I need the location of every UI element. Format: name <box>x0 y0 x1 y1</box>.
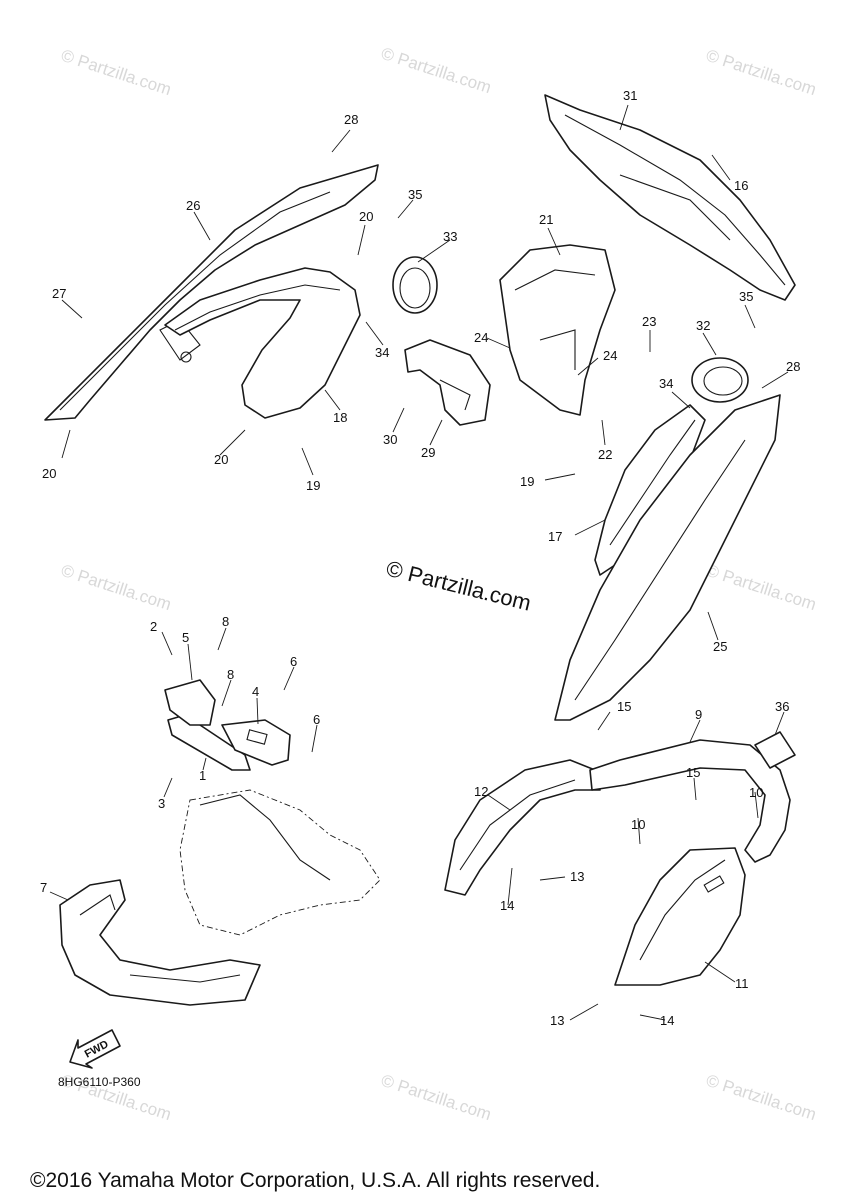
frame-reference <box>179 789 381 936</box>
callout-25: 25 <box>713 639 727 654</box>
callout-32: 32 <box>696 318 710 333</box>
part-33-ring <box>392 256 438 314</box>
callout-31: 31 <box>623 88 637 103</box>
watermark: © Partzilla.com <box>704 46 819 99</box>
part-31-top-cover <box>544 94 796 301</box>
watermark: © Partzilla.com <box>59 561 174 614</box>
callout-6: 6 <box>313 712 320 727</box>
watermark: © Partzilla.com <box>59 46 174 99</box>
callout-20: 20 <box>359 209 373 224</box>
callout-34: 34 <box>375 345 389 360</box>
callout-9: 9 <box>695 707 702 722</box>
diagram-code: 8HG6110-P360 <box>58 1075 141 1089</box>
part-21-housing <box>499 244 616 416</box>
callout-14: 14 <box>660 1013 674 1028</box>
callout-8: 8 <box>222 614 229 629</box>
callout-15: 15 <box>686 765 700 780</box>
callout-27: 27 <box>52 286 66 301</box>
callout-6: 6 <box>290 654 297 669</box>
callout-36: 36 <box>775 699 789 714</box>
callout-19: 19 <box>306 478 320 493</box>
callout-35: 35 <box>739 289 753 304</box>
callout-35: 35 <box>408 187 422 202</box>
part-26-side-cover <box>44 164 379 421</box>
callout-12: 12 <box>474 784 488 799</box>
callout-8: 8 <box>227 667 234 682</box>
callout-10: 10 <box>749 785 763 800</box>
callout-3: 3 <box>158 796 165 811</box>
watermark: © Partzilla.com <box>379 44 494 97</box>
callout-2: 2 <box>150 619 157 634</box>
callout-21: 21 <box>539 212 553 227</box>
part-7-front-cowl <box>59 879 261 1006</box>
part-18-inner-cover <box>164 267 361 419</box>
callout-22: 22 <box>598 447 612 462</box>
callout-11: 11 <box>735 976 749 991</box>
callout-24: 24 <box>474 330 488 345</box>
callout-34: 34 <box>659 376 673 391</box>
callout-20: 20 <box>214 452 228 467</box>
callout-14: 14 <box>500 898 514 913</box>
watermark: © Partzilla.com <box>704 1071 819 1124</box>
callout-19: 19 <box>520 474 534 489</box>
copyright: ©2016 Yamaha Motor Corporation, U.S.A. A… <box>30 1169 600 1192</box>
callout-28: 28 <box>344 112 358 127</box>
callout-26: 26 <box>186 198 200 213</box>
part-29-bracket <box>404 339 491 426</box>
callout-13: 13 <box>570 869 584 884</box>
part-9-rail <box>589 739 791 863</box>
callout-13: 13 <box>550 1013 564 1028</box>
callout-15: 15 <box>617 699 631 714</box>
part-11-rear-cover <box>614 847 746 986</box>
part-5-bracket <box>164 679 216 726</box>
fwd-arrow-icon: FWD <box>69 1029 121 1069</box>
callout-17: 17 <box>548 529 562 544</box>
part-36-label <box>754 731 796 769</box>
callout-10: 10 <box>631 817 645 832</box>
callout-28: 28 <box>786 359 800 374</box>
callout-1: 1 <box>199 768 206 783</box>
callout-30: 30 <box>383 432 397 447</box>
callout-4: 4 <box>252 684 259 699</box>
callout-33: 33 <box>443 229 457 244</box>
watermark: © Partzilla.com <box>379 1071 494 1124</box>
callout-5: 5 <box>182 630 189 645</box>
callout-18: 18 <box>333 410 347 425</box>
callout-7: 7 <box>40 880 47 895</box>
callout-23: 23 <box>642 314 656 329</box>
part-32-ring <box>691 357 749 403</box>
partzilla-watermark: © Partzilla.com <box>384 556 534 616</box>
leader-lines <box>49 104 789 1021</box>
watermark: © Partzilla.com <box>704 561 819 614</box>
callout-20: 20 <box>42 466 56 481</box>
part-25-side-cover <box>554 394 781 721</box>
callout-24: 24 <box>603 348 617 363</box>
callout-16: 16 <box>734 178 748 193</box>
part-4-bracket <box>221 719 291 766</box>
callout-29: 29 <box>421 445 435 460</box>
callout-labels: 28 26 20 27 20 20 19 18 34 35 33 30 29 3… <box>40 88 800 1028</box>
